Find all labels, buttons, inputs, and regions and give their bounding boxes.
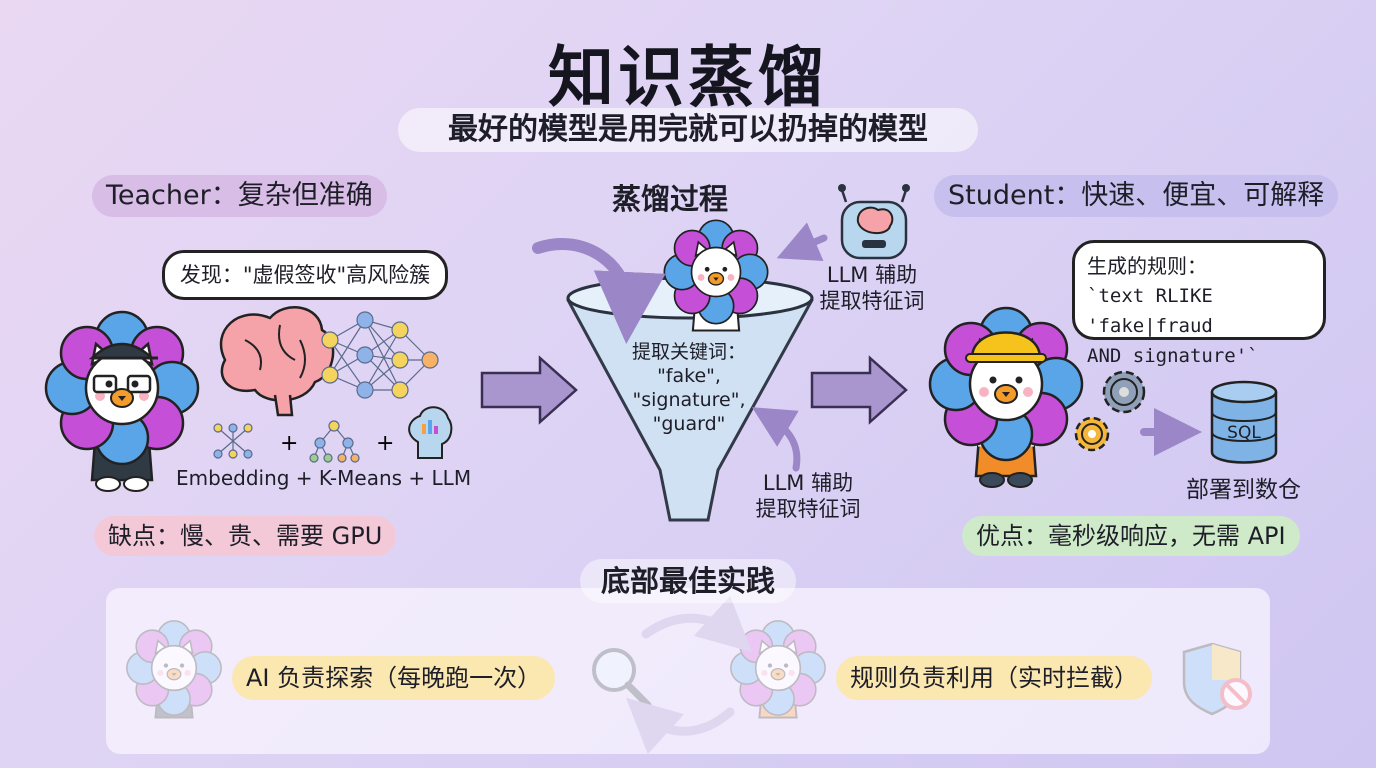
rule-code-line: `text RLIKE 'fake|fraud — [1087, 285, 1213, 337]
llm-assist-line: 提取特征词 — [819, 289, 925, 313]
curved-arrow-llm-top — [776, 222, 828, 262]
gear-icon — [1102, 370, 1146, 414]
scientist-cat-mascot — [663, 219, 769, 332]
student-cat-mascot — [928, 306, 1084, 488]
embedding-icon — [213, 423, 253, 459]
page-subtitle: 最好的模型是用完就可以扔掉的模型 — [398, 108, 978, 152]
process-heading: 蒸馏过程 — [612, 182, 729, 216]
page-title: 知识蒸馏 — [548, 39, 828, 116]
cons-badge: 缺点：慢、贵、需要 GPU — [94, 516, 397, 556]
tools-label: Embedding + K-Means + LLM — [176, 466, 472, 490]
robot-brain-icon — [838, 184, 910, 260]
teacher-heading: Teacher：复杂但准确 — [92, 175, 387, 217]
funnel-keywords: 提取关键词： "fake", "signature", "guard" — [614, 340, 764, 436]
teacher-cat-mascot — [44, 310, 200, 492]
keyword-item: "guard" — [652, 413, 726, 435]
database-label: SQL — [1227, 423, 1261, 443]
llm-assist-note-top: LLM 辅助 提取特征词 — [812, 262, 932, 314]
llm-head-icon — [408, 406, 453, 459]
flow-arrow-left — [480, 355, 578, 425]
keyword-item: "signature", — [632, 389, 746, 411]
rule-speech-bubble: 生成的规则： `text RLIKE 'fake|fraud AND signa… — [1072, 240, 1326, 367]
kmeans-icon — [309, 420, 360, 463]
rule-code-line: AND signature'` — [1087, 345, 1259, 367]
gear-icon — [1074, 416, 1110, 452]
keyword-item: "fake", — [657, 365, 721, 387]
student-heading: Student：快速、便宜、可解释 — [934, 175, 1339, 217]
plus-sign: + — [280, 431, 298, 456]
curved-arrow-llm-bottom — [751, 407, 801, 472]
database-icon — [1210, 380, 1278, 464]
funnel-keywords-title: 提取关键词： — [631, 341, 746, 363]
ai-explore-badge: AI 负责探索（每晚跑一次） — [232, 656, 556, 700]
plus-sign: + — [376, 431, 394, 456]
brain-icon — [219, 306, 335, 417]
llm-assist-note-bottom: LLM 辅助 提取特征词 — [746, 470, 870, 522]
curved-arrow-into-funnel — [532, 238, 666, 344]
rule-exploit-badge: 规则负责利用（实时拦截） — [836, 656, 1152, 700]
teacher-speech-bubble: 发现："虚假签收"高风险簇 — [162, 250, 448, 300]
llm-assist-line: LLM 辅助 — [826, 263, 918, 287]
llm-assist-line: LLM 辅助 — [762, 471, 854, 495]
flow-arrow-right — [810, 355, 908, 425]
deploy-label: 部署到数仓 — [1186, 477, 1301, 503]
llm-assist-line: 提取特征词 — [755, 497, 861, 521]
neural-network-icon — [321, 311, 439, 399]
best-practice-heading: 底部最佳实践 — [580, 559, 796, 603]
rule-title: 生成的规则： — [1087, 254, 1207, 278]
pros-badge: 优点：毫秒级响应，无需 API — [962, 516, 1300, 556]
